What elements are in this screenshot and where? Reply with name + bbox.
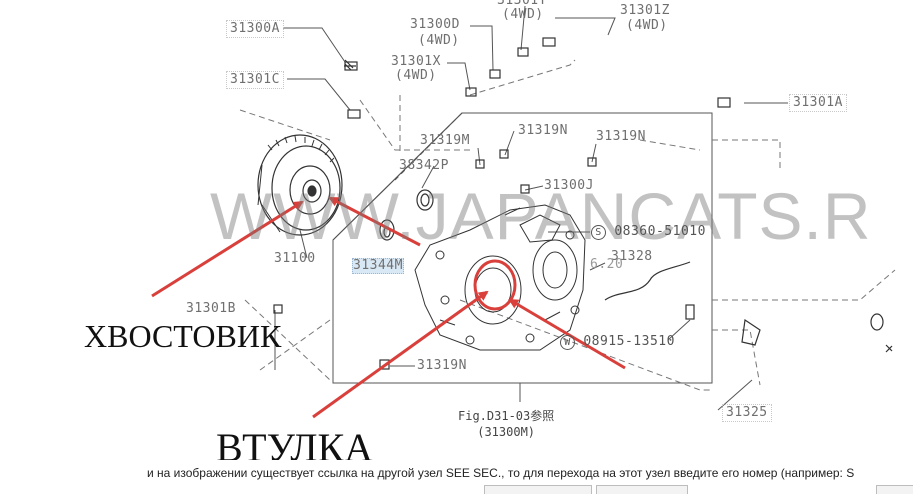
leader-lines — [239, 59, 896, 391]
hint-bar: и на изображении существует ссылка на др… — [0, 460, 913, 494]
extra-button[interactable] — [876, 485, 913, 494]
part-label-31301x[interactable]: 31301X — [391, 54, 441, 69]
part-label-31100[interactable]: 31100 — [274, 251, 316, 266]
part-number-input[interactable] — [484, 485, 592, 494]
part-label-31301z-sub: (4WD) — [626, 18, 668, 33]
figure-reference[interactable]: Fig.D31-03参照 (31300M) — [458, 408, 554, 440]
part-label-31301b[interactable]: 31301B — [186, 301, 236, 316]
figure-ref-line1: Fig.D31-03参照 — [458, 409, 555, 423]
circle-s-icon: S — [591, 225, 606, 240]
torque-converter — [257, 134, 343, 236]
part-label-31300j[interactable]: 31300J — [544, 178, 594, 193]
part-label-31319m[interactable]: 31319M — [420, 133, 470, 148]
part-label-08915[interactable]: W 08915-13510 — [560, 335, 675, 350]
red-arrows — [151, 196, 626, 419]
part-label-31301c[interactable]: 31301C — [226, 71, 284, 89]
label-leaders — [274, 5, 788, 411]
arrow-from-converter — [328, 196, 421, 247]
part-label-31300d-sub: (4WD) — [418, 33, 460, 48]
housing-frame — [332, 112, 713, 384]
circle-w-icon: W — [560, 335, 575, 350]
part-label-31325[interactable]: 31325 — [722, 404, 772, 422]
go-button[interactable] — [596, 485, 688, 494]
annotation-tail: ХВОСТОВИК — [84, 318, 282, 354]
part-label-31301y[interactable]: 31301Y — [497, 0, 547, 8]
part-label-31301x-sub: (4WD) — [395, 68, 437, 83]
hint-text: и на изображении существует ссылка на др… — [147, 466, 855, 480]
part-label-31300a[interactable]: 31300A — [226, 20, 284, 38]
part-label-partial: 6.20 — [590, 257, 624, 272]
arrow-to-bushing — [312, 290, 489, 419]
arrow-from-bushing-right — [508, 298, 626, 370]
part-label-38342p[interactable]: 38342P — [399, 158, 449, 173]
part-label-31319n-right[interactable]: 31319N — [596, 129, 646, 144]
part-label-31344m[interactable]: 31344M — [352, 258, 404, 274]
part-label-31301z[interactable]: 31301Z — [620, 3, 670, 18]
arrow-to-converter-shaft — [151, 200, 304, 298]
part-label-31300d[interactable]: 31300D — [410, 17, 460, 32]
watermark: WWW.JAPANCATS.R — [210, 179, 872, 253]
part-number: 08360-51010 — [614, 224, 706, 239]
small-parts — [273, 37, 893, 370]
part-label-31319n-top[interactable]: 31319N — [518, 123, 568, 138]
part-label-08360[interactable]: S 08360-51010 — [591, 225, 706, 240]
bushing-highlight — [473, 259, 517, 311]
part-label-31328[interactable]: 31328 — [611, 249, 653, 264]
figure-ref-line2: (31300M) — [477, 425, 536, 439]
part-number: 08915-13510 — [583, 334, 675, 349]
part-label-31319n-bottom[interactable]: 31319N — [417, 358, 467, 373]
part-label-31301y-sub: (4WD) — [502, 7, 544, 22]
part-label-31301a[interactable]: 31301A — [789, 94, 847, 112]
